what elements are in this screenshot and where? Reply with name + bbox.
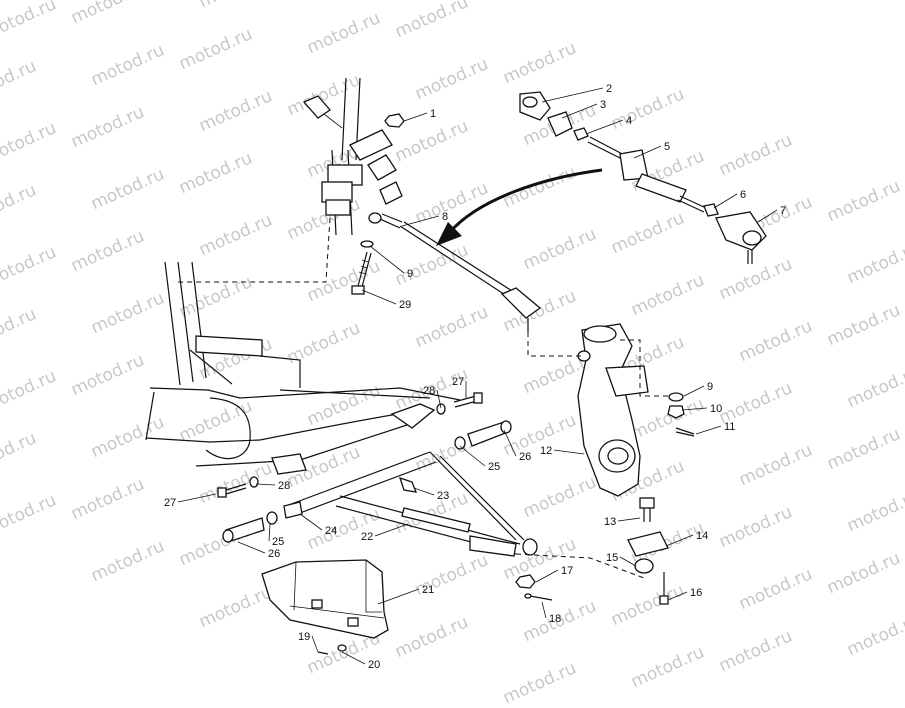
callout-1: 1	[430, 108, 436, 120]
part-24-25-26-lower-bushing	[222, 501, 303, 543]
callout-21: 21	[422, 584, 434, 596]
leader-line-20	[341, 651, 366, 665]
part-12-spindle	[527, 323, 668, 497]
callout-8: 8	[442, 211, 448, 223]
callout-15: 15	[606, 552, 618, 564]
leader-line-21	[377, 588, 420, 605]
leader-line-26	[503, 429, 517, 457]
callout-28: 28	[278, 480, 290, 492]
leader-line-8	[401, 215, 440, 227]
leader-line-26	[237, 541, 266, 554]
callout-10: 10	[710, 403, 722, 415]
part-27-28-upper-bolt	[436, 392, 483, 415]
leader-line-16	[667, 591, 688, 601]
leader-line-28	[255, 483, 276, 486]
callout-25: 25	[272, 536, 284, 548]
callout-27: 27	[452, 376, 464, 388]
callout-24: 24	[325, 525, 337, 537]
callout-26: 26	[519, 451, 531, 463]
leader-line-27	[177, 493, 217, 503]
callout-14: 14	[696, 530, 708, 542]
callout-25: 25	[488, 461, 500, 473]
frame-chassis	[145, 261, 461, 475]
leader-lines	[177, 87, 778, 665]
part-25-26-upper-bushing	[454, 420, 512, 450]
callout-28: 28	[423, 385, 435, 397]
callout-22: 22	[361, 531, 373, 543]
callout-18: 18	[549, 613, 561, 625]
leader-line-2	[541, 87, 604, 103]
leader-line-29	[361, 289, 397, 305]
leader-line-15	[619, 556, 637, 567]
leader-line-25	[459, 445, 486, 467]
part-19-20-bolt-washer	[317, 644, 347, 655]
leader-line-7	[757, 209, 778, 223]
leader-line-4	[585, 119, 624, 135]
leader-line-9	[369, 245, 405, 274]
callout-17: 17	[561, 565, 573, 577]
part-9-29-bolt-washer	[351, 240, 374, 295]
callout-11: 11	[724, 421, 735, 433]
leader-line-25	[268, 523, 271, 542]
callout-26: 26	[268, 548, 280, 560]
part-9-10-11-washer-nut-pin	[667, 392, 695, 437]
callout-29: 29	[399, 299, 411, 311]
direction-arrow	[436, 168, 603, 246]
front-suspension-drawing: 1234567892928279101112262527282324222526…	[145, 77, 786, 671]
leader-line-19	[311, 635, 319, 653]
leader-line-13	[617, 517, 641, 522]
part-13-16-ball-joint	[515, 497, 669, 605]
leader-line-24	[299, 513, 323, 531]
leader-line-10	[681, 407, 708, 411]
callout-19: 19	[298, 631, 310, 643]
callout-5: 5	[664, 141, 670, 153]
part-1-nut	[384, 113, 405, 128]
leader-line-11	[695, 425, 722, 435]
callout-9: 9	[707, 381, 713, 393]
leader-line-5	[633, 145, 662, 159]
leader-line-17	[535, 569, 559, 583]
leader-line-1	[403, 112, 428, 122]
callout-2: 2	[606, 83, 612, 95]
leader-line-18	[541, 601, 547, 619]
callout-7: 7	[780, 205, 786, 217]
part-8-tie-rod	[368, 212, 542, 332]
callout-23: 23	[437, 490, 449, 502]
part-22-a-arm	[285, 451, 538, 557]
callout-6: 6	[740, 189, 746, 201]
callout-20: 20	[368, 659, 380, 671]
callout-27: 27	[164, 497, 176, 509]
callout-16: 16	[690, 587, 702, 599]
leader-line-22	[374, 523, 409, 537]
part-21-skid-plate	[261, 559, 389, 639]
callout-13: 13	[604, 516, 616, 528]
callout-4: 4	[626, 115, 632, 127]
leader-line-23	[413, 487, 435, 496]
callout-12: 12	[540, 445, 552, 457]
steering-column	[178, 77, 403, 283]
leader-line-3	[561, 103, 598, 119]
leader-line-9	[683, 385, 705, 397]
leader-line-14	[665, 534, 694, 547]
leader-line-6	[713, 193, 738, 209]
callout-9: 9	[407, 268, 413, 280]
callout-3: 3	[600, 99, 606, 111]
part-27-28-lower-bolt	[217, 476, 259, 498]
part-2-7-tie-rod-end	[519, 91, 767, 264]
part-17-18-nut-cotter-pin	[515, 574, 553, 601]
leader-line-28	[436, 389, 442, 409]
leader-line-12	[553, 449, 585, 455]
